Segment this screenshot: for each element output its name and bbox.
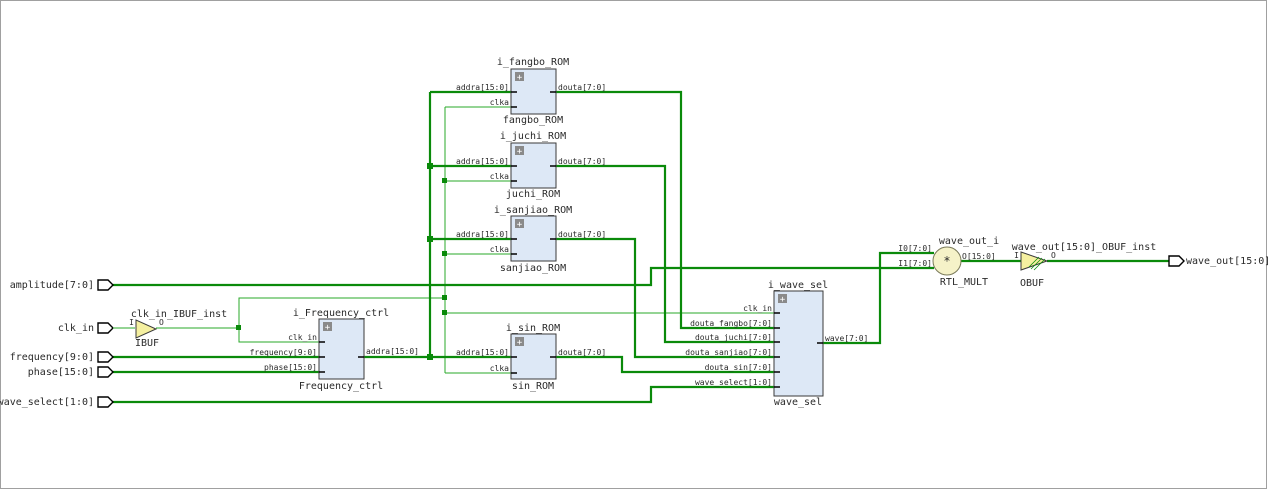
pin-label: addra[15:0] [456,83,509,92]
port-label: frequency[9:0] [10,352,94,363]
expand-symbol: + [780,295,786,305]
pin-label: douta[7:0] [558,230,606,239]
expand-icon[interactable] [515,146,524,155]
pin-label: addra[15:0] [456,230,509,239]
frequency-ctrl-block[interactable]: i_Frequency_ctrl + clk_in frequency[9:0]… [250,308,419,392]
expand-icon[interactable] [515,72,524,81]
pin-label: clka [490,98,509,107]
pin-label: addra[15:0] [366,347,419,356]
obuf-pin-in: I [1014,251,1019,260]
mult-symbol: * [943,254,950,268]
pin-label: addra[15:0] [456,157,509,166]
multiply-icon [932,246,962,276]
port-label: amplitude[7:0] [10,280,94,291]
mult-type-name: RTL_MULT [940,277,988,288]
input-port-phase[interactable]: phase[15:0] [28,366,114,378]
pin-label: I0[7:0] [898,244,932,253]
input-port-frequency[interactable]: frequency[9:0] [10,351,114,363]
obuf-pin-out: O [1051,251,1056,260]
port-label: phase[15:0] [28,367,94,378]
block-instance-name: i_sin_ROM [506,323,560,334]
pin-label: wave_select[1:0] [695,378,772,387]
pin-label: clk_in [743,304,772,313]
mult-instance-name: wave_out_i [939,236,999,247]
pin-label: douta[7:0] [558,83,606,92]
ibuf-pin-in: I [129,318,134,327]
pin-label: phase[15:0] [264,363,317,372]
expand-icon[interactable] [515,219,524,228]
pin-label: douta_juchi[7:0] [695,333,772,342]
block-type-name: Frequency_ctrl [299,381,383,392]
ibuf-pin-out: O [159,318,164,327]
expand-icon[interactable] [515,337,524,346]
block-type-name: wave_sel [774,397,822,408]
expand-symbol: + [325,323,331,333]
pin-label: I1[7:0] [898,259,932,268]
bus-nets[interactable] [113,90,1169,404]
wave-sel-block[interactable]: i_wave_sel + clk_in douta_fangbo[7:0] do… [685,280,868,408]
pin-label: clka [490,172,509,181]
clock-net[interactable] [156,106,774,374]
block-type-name: fangbo_ROM [503,115,563,126]
port-label: clk_in [58,323,94,334]
buffer-triangle-icon [135,319,158,339]
ibuf-instance-name: clk_in_IBUF_inst [131,309,227,320]
junction-dots [236,163,447,360]
port-label: wave_out[15:0] [1186,256,1268,267]
block-type-name: sin_ROM [512,381,554,392]
input-port-wave-select[interactable]: wave_select[1:0] [0,396,114,408]
rom-block-juchi[interactable]: i_juchi_ROM + addra[15:0] clka douta[7:0… [456,131,606,200]
pin-label: douta_fangbo[7:0] [690,319,772,328]
pin-label: clka [490,364,509,373]
pin-label: wave[7:0] [825,334,868,343]
expand-symbol: + [517,220,523,230]
pin-label: O[15:0] [962,252,996,261]
rom-block-fangbo[interactable]: i_fangbo_ROM + addra[15:0] clka douta[7:… [456,57,606,126]
block-instance-name: i_juchi_ROM [500,131,566,142]
ibuf-type-name: IBUF [135,338,159,349]
obuf-type-name: OBUF [1020,278,1044,289]
block-instance-name: i_Frequency_ctrl [293,308,389,319]
block-instance-name: i_fangbo_ROM [497,57,569,68]
expand-icon[interactable] [323,322,332,331]
block-instance-name: i_wave_sel [768,280,828,291]
output-port-wave-out[interactable]: wave_out[15:0] [1168,255,1268,267]
pin-label: addra[15:0] [456,348,509,357]
port-label: wave_select[1:0] [0,397,94,408]
rom-block-sanjiao[interactable]: i_sanjiao_ROM + addra[15:0] clka douta[7… [456,205,606,274]
input-port-clk-in[interactable]: clk_in [58,322,135,334]
pin-label: clk_in [288,333,317,342]
pin-label: clka [490,245,509,254]
block-type-name: juchi_ROM [506,189,560,200]
pin-label: douta[7:0] [558,157,606,166]
obuf-instance-name: wave_out[15:0]_OBUF_inst [1012,242,1157,253]
input-port-amplitude[interactable]: amplitude[7:0] [10,279,114,291]
pin-label: frequency[9:0] [250,348,317,357]
expand-icon[interactable] [778,294,787,303]
expand-symbol: + [517,73,523,83]
expand-symbol: + [517,147,523,157]
pin-label: douta[7:0] [558,348,606,357]
block-type-name: sanjiao_ROM [500,263,566,274]
pin-label: douta_sanjiao[7:0] [685,348,772,357]
block-instance-name: i_sanjiao_ROM [494,205,572,216]
obuf-cell[interactable]: wave_out[15:0]_OBUF_inst I O OBUF [1012,242,1157,289]
ibuf-cell[interactable]: clk_in_IBUF_inst I O IBUF [129,309,227,349]
pin-label: douta_sin[7:0] [705,363,772,372]
expand-symbol: + [517,338,523,348]
multiplier-cell[interactable]: wave_out_i * I0[7:0] I1[7:0] O[15:0] RTL… [898,236,999,288]
rom-block-sin[interactable]: i_sin_ROM + addra[15:0] clka douta[7:0] … [456,323,606,392]
